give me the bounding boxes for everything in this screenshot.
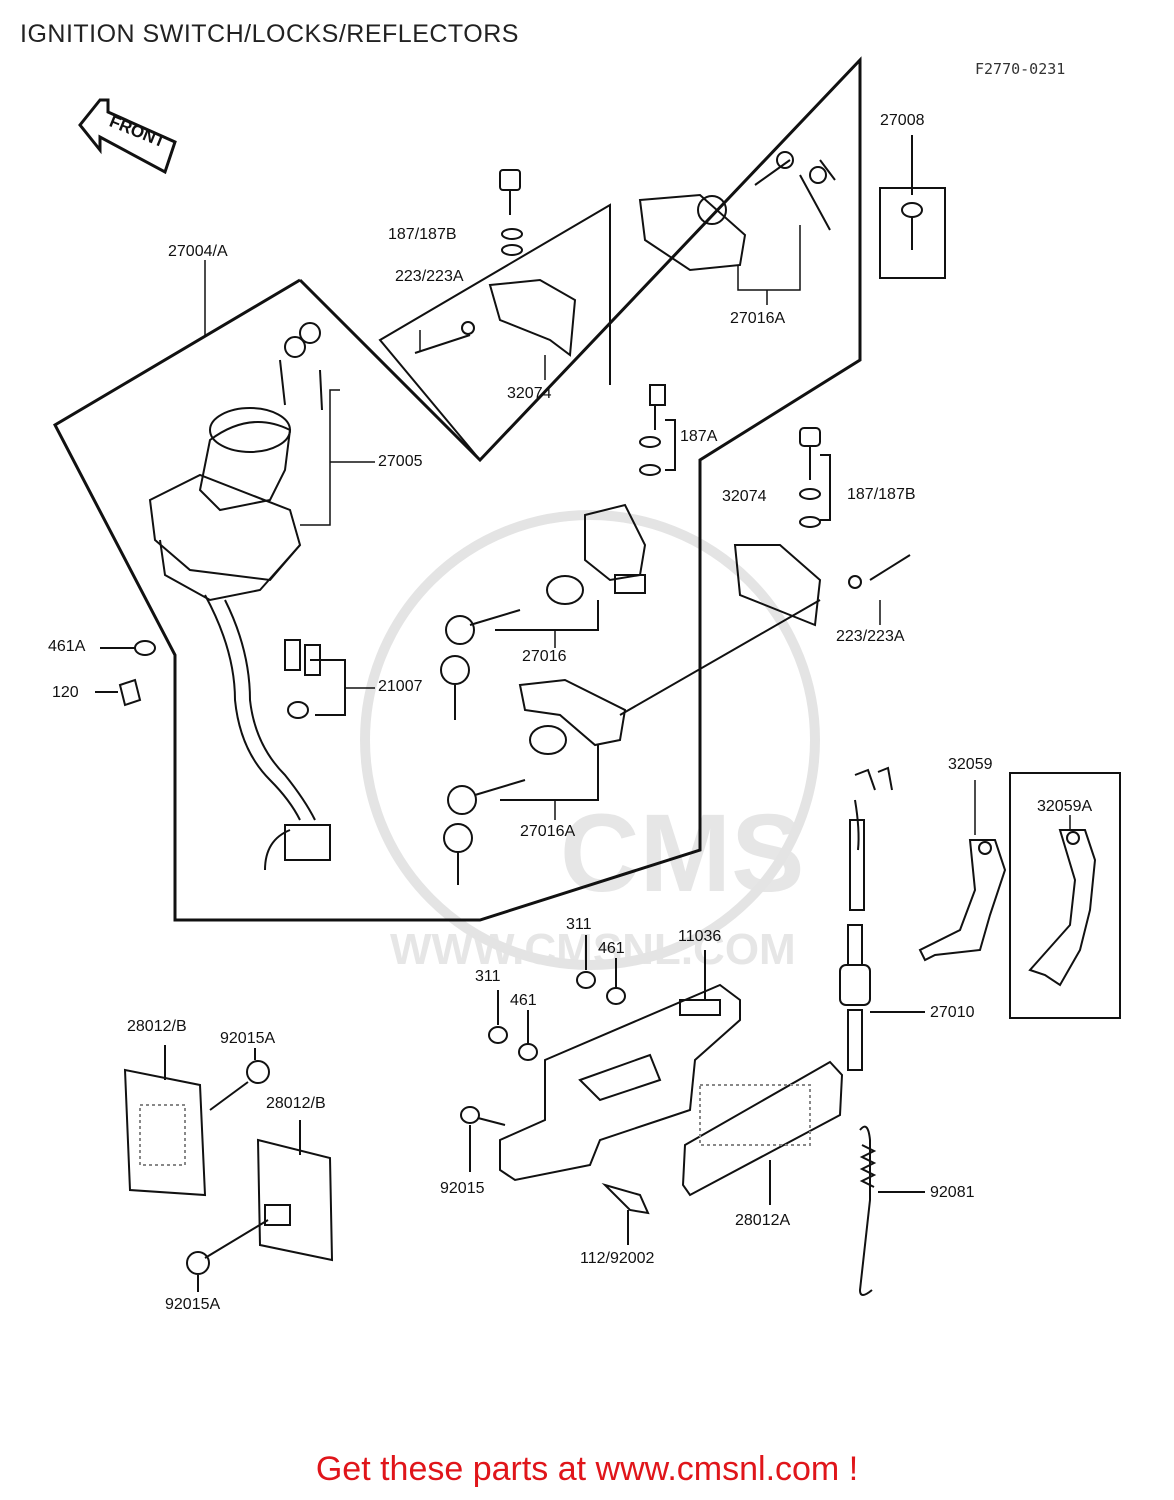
label-112-92002: 112/92002 [580,1250,655,1267]
label-28012b-left: 28012/B [127,1018,187,1035]
label-32059: 32059 [948,756,993,773]
label-461-b: 461 [510,992,537,1009]
label-11036: 11036 [678,928,722,945]
label-311-b: 311 [475,968,501,985]
label-27016a-top: 27016A [730,310,786,327]
label-27010: 27010 [930,1004,975,1021]
label-223-223a-right: 223/223A [836,628,905,645]
watermark-logo [360,510,820,970]
diagram-code: F2770-0231 [975,60,1066,78]
label-187a: 187A [680,428,718,445]
label-27016: 27016 [522,648,567,665]
label-32074-top: 32074 [507,385,552,402]
label-28012a: 28012A [735,1212,791,1229]
label-28012b-mid: 28012/B [266,1095,326,1112]
part-32059a-box [1009,772,1121,1019]
label-223-223a-top: 223/223A [395,268,464,285]
footer-link[interactable]: Get these parts at www.cmsnl.com ! [315,1450,859,1488]
label-32059a: 32059A [1037,798,1093,815]
label-27004a: 27004/A [168,243,228,260]
front-arrow-icon [78,98,177,175]
group-outline-left [53,56,862,922]
label-461a: 461A [48,638,86,655]
label-92015a-top: 92015A [220,1030,276,1047]
label-21007: 21007 [378,678,423,695]
label-32074-right: 32074 [722,488,767,505]
label-92081: 92081 [930,1184,975,1201]
label-27008: 27008 [880,112,925,129]
label-27005: 27005 [378,453,423,470]
label-120: 120 [52,684,79,701]
label-27016a-bottom: 27016A [520,823,576,840]
label-461-a: 461 [598,940,625,957]
label-311-a: 311 [566,916,592,933]
group-outline-top [378,203,611,461]
watermark-brand: CMS [560,792,805,915]
label-92015: 92015 [440,1180,485,1197]
page-title: IGNITION SWITCH/LOCKS/REFLECTORS [20,20,519,48]
label-187-187b-right: 187/187B [847,486,916,503]
label-187-187b-top: 187/187B [388,226,457,243]
label-92015a-bottom: 92015A [165,1296,221,1313]
